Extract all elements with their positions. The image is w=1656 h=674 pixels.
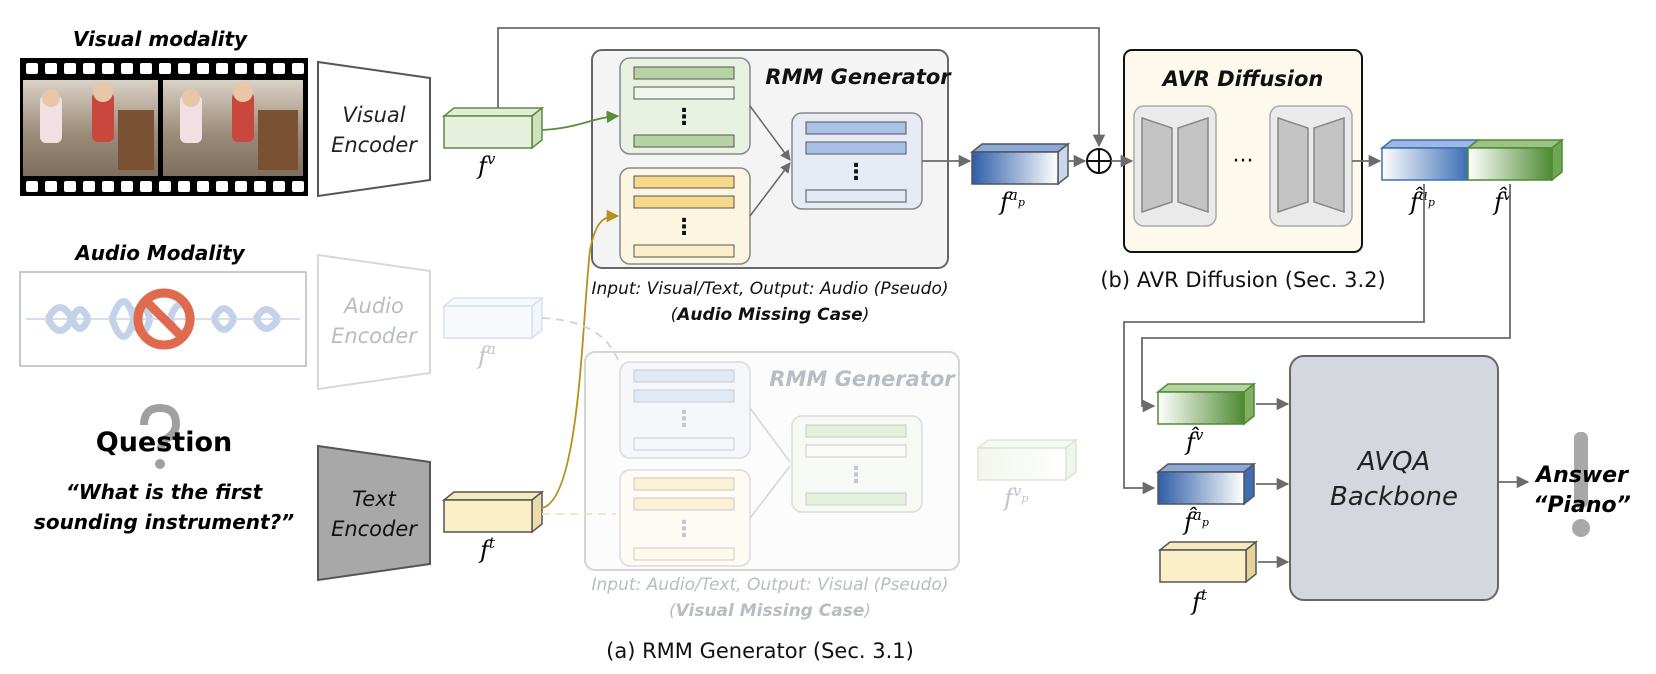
film-sprocket bbox=[178, 181, 190, 192]
film-sprocket bbox=[45, 181, 57, 192]
avqa-backbone-line1: AVQA bbox=[1356, 447, 1431, 477]
video-filmstrip bbox=[20, 58, 308, 196]
visual-encoder-label-2: Encoder bbox=[331, 133, 418, 157]
film-sprocket bbox=[45, 63, 57, 74]
audio-encoder bbox=[317, 253, 431, 391]
audio-encoder-label-1: Audio bbox=[342, 294, 404, 318]
film-sprocket bbox=[159, 181, 171, 192]
rmm-generator-bottom bbox=[584, 351, 960, 571]
film-sprocket bbox=[64, 63, 76, 74]
film-sprocket bbox=[83, 63, 95, 74]
question-mark-icon bbox=[140, 403, 181, 469]
audio-modality-title: Audio Modality bbox=[73, 241, 245, 265]
text-encoder: Text Encoder bbox=[317, 444, 431, 582]
feature-hat-fap-in-label: f̂ap bbox=[1182, 506, 1209, 536]
text-encoder-label-2: Encoder bbox=[331, 517, 418, 541]
rmm-top-ellipsis-blue: ⋮ bbox=[845, 160, 867, 185]
question-text-line2: sounding instrument?” bbox=[34, 510, 294, 534]
feature-fvp-label: fvp bbox=[1002, 482, 1028, 512]
feature-fv-block bbox=[441, 106, 545, 150]
feature-fap-block bbox=[969, 142, 1071, 186]
rmm-generator-top bbox=[591, 49, 949, 269]
film-sprocket bbox=[216, 181, 228, 192]
feature-ft-in-label: ft bbox=[1190, 586, 1208, 616]
rmm-bottom-ellipsis-green: ⋮ bbox=[845, 463, 867, 488]
answer-value: “Piano” bbox=[1533, 493, 1631, 518]
rmm-top-caption-1: Input: Visual/Text, Output: Audio (Pseud… bbox=[592, 279, 949, 299]
film-sprocket bbox=[121, 181, 133, 192]
film-sprocket bbox=[83, 181, 95, 192]
film-sprocket bbox=[102, 181, 114, 192]
rmm-bottom-title: RMM Generator bbox=[769, 367, 956, 391]
oplus-icon bbox=[1086, 148, 1112, 174]
film-sprocket bbox=[121, 63, 133, 74]
rmm-bottom-ellipsis-blue: ⋮ bbox=[673, 407, 695, 432]
feature-ft-label: ft bbox=[478, 534, 496, 564]
film-sprocket bbox=[235, 181, 247, 192]
film-sprocket bbox=[159, 63, 171, 74]
film-sprocket bbox=[292, 181, 304, 192]
feature-hat-fv-in-label: f̂v bbox=[1184, 426, 1204, 456]
rmm-top-ellipsis-yellow: ⋮ bbox=[673, 215, 695, 240]
feature-hat-fv-top-label: f̂v bbox=[1492, 186, 1512, 216]
film-sprocket bbox=[216, 63, 228, 74]
missing-prohibit-icon bbox=[133, 288, 195, 350]
feature-hat-fap-top-block bbox=[1379, 139, 1481, 181]
film-sprocket bbox=[273, 63, 285, 74]
connectors bbox=[497, 27, 1530, 569]
feature-ft-block bbox=[441, 490, 545, 534]
film-sprocket bbox=[197, 181, 209, 192]
question-title: Question bbox=[96, 427, 233, 458]
audio-encoder-label-2: Encoder bbox=[331, 324, 418, 348]
rmm-bottom-caption-2: (Visual Missing Case) bbox=[669, 601, 871, 621]
rmm-top-title: RMM Generator bbox=[765, 65, 952, 89]
film-sprocket bbox=[254, 63, 266, 74]
rmm-top-caption-2: (Audio Missing Case) bbox=[671, 305, 870, 325]
film-sprocket bbox=[273, 181, 285, 192]
rmm-generator-caption: (a) RMM Generator (Sec. 3.1) bbox=[606, 639, 914, 663]
film-sprocket bbox=[102, 63, 114, 74]
film-sprocket bbox=[26, 181, 38, 192]
film-sprocket bbox=[140, 181, 152, 192]
rmm-top-ellipsis-green: ⋮ bbox=[673, 105, 695, 130]
visual-encoder-label-1: Visual bbox=[342, 103, 405, 127]
exclamation-icon bbox=[1572, 432, 1590, 537]
film-sprocket bbox=[64, 181, 76, 192]
feature-hat-fap-in-block bbox=[1155, 462, 1257, 506]
film-sprocket bbox=[254, 181, 266, 192]
film-sprocket bbox=[26, 63, 38, 74]
feature-hat-fap-top-label: f̂ap bbox=[1408, 186, 1435, 216]
avr-diffusion-caption: (b) AVR Diffusion (Sec. 3.2) bbox=[1100, 268, 1385, 292]
feature-fvp-block bbox=[975, 438, 1079, 482]
visual-modality-title: Visual modality bbox=[73, 27, 248, 51]
film-sprocket bbox=[197, 63, 209, 74]
feature-hat-fv-top-block bbox=[1465, 138, 1565, 182]
question-text-line1: “What is the first bbox=[66, 480, 264, 504]
feature-fap-label: fap bbox=[998, 186, 1025, 216]
avqa-backbone-box bbox=[1289, 355, 1499, 601]
answer-title: Answer bbox=[1534, 463, 1629, 488]
feature-fv-label: fv bbox=[476, 150, 496, 180]
rmm-bottom-ellipsis-yellow: ⋮ bbox=[673, 517, 695, 542]
avr-diffusion-dots: ··· bbox=[1233, 149, 1254, 174]
feature-fa-block bbox=[441, 296, 545, 340]
text-encoder-label-1: Text bbox=[352, 487, 397, 511]
avr-diffusion-box bbox=[1123, 49, 1363, 253]
film-sprocket bbox=[235, 63, 247, 74]
film-sprocket bbox=[140, 63, 152, 74]
avqa-backbone-line2: Backbone bbox=[1330, 482, 1458, 512]
film-sprocket bbox=[292, 63, 304, 74]
visual-encoder: Visual Encoder bbox=[317, 60, 431, 198]
feature-fa-label: fa bbox=[476, 340, 496, 370]
avr-diffusion-title: AVR Diffusion bbox=[1161, 67, 1324, 91]
film-sprocket bbox=[178, 63, 190, 74]
feature-hat-fv-in-block bbox=[1155, 382, 1257, 426]
feature-ft-in-block bbox=[1157, 540, 1259, 584]
rmm-bottom-caption-1: Input: Audio/Text, Output: Visual (Pseud… bbox=[592, 575, 949, 595]
